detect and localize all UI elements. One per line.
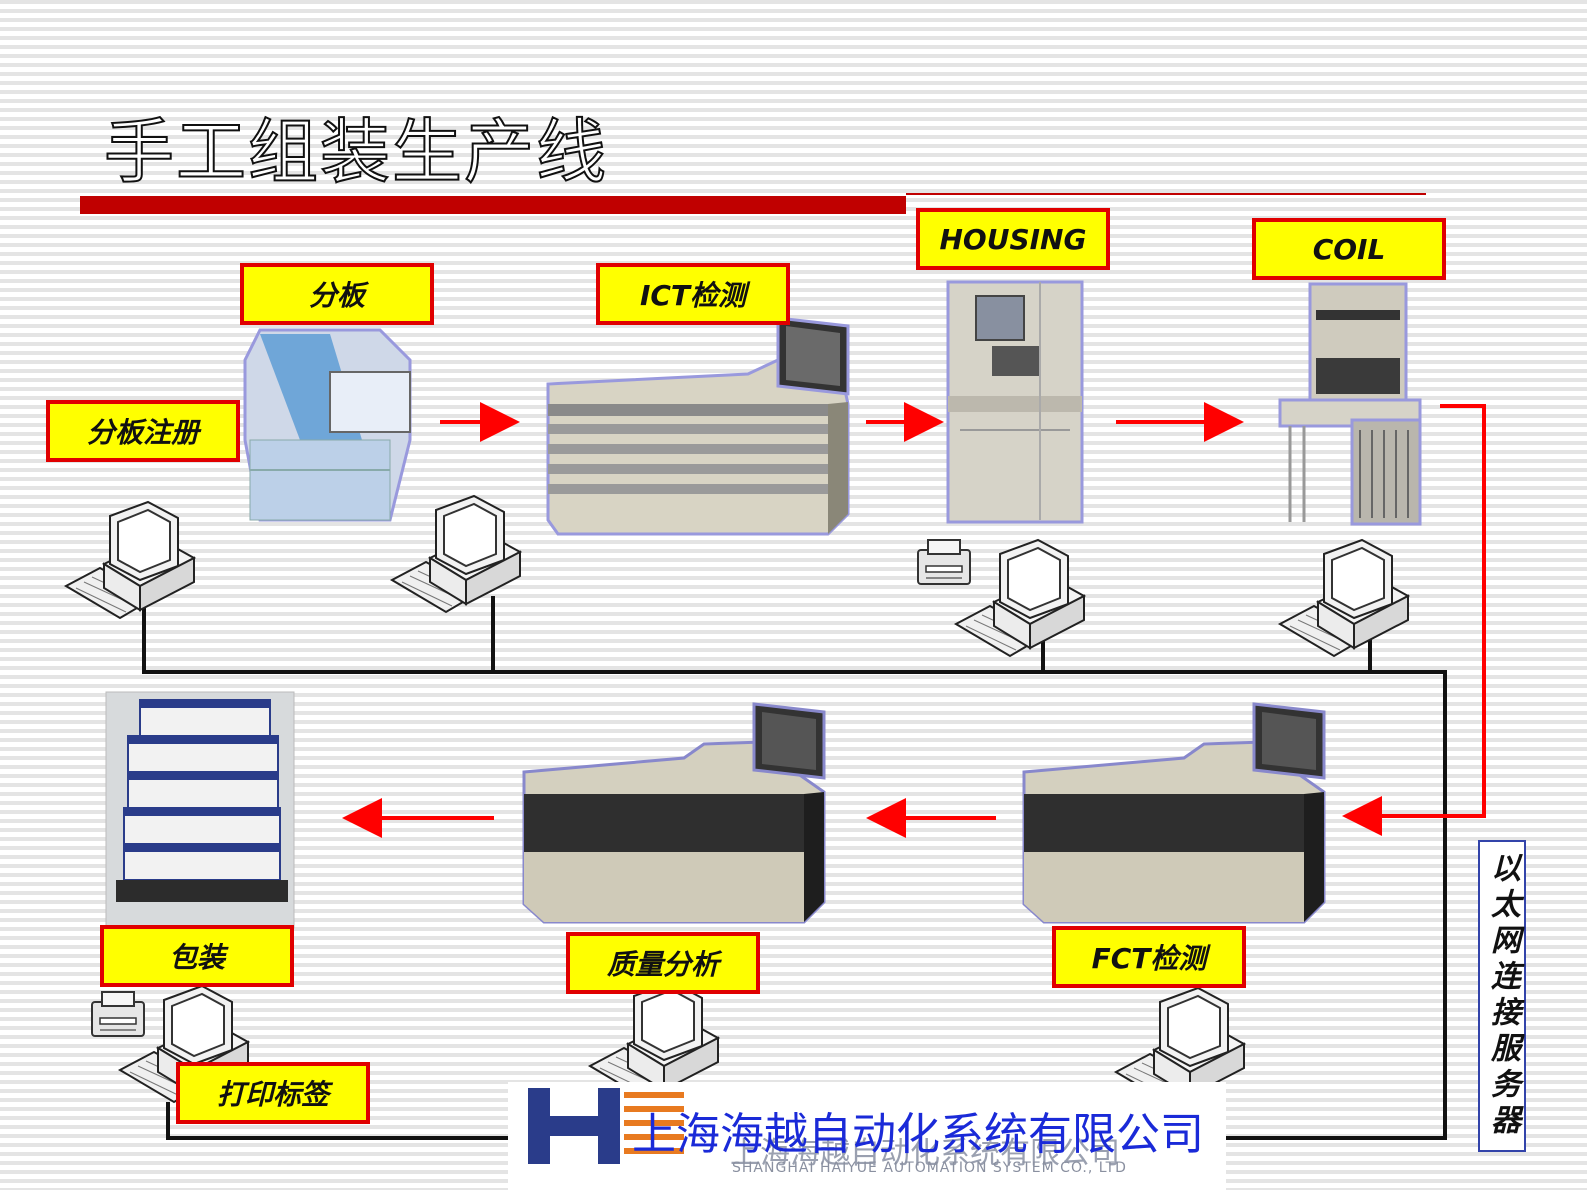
coil-machine <box>1278 282 1422 526</box>
company-name-cn-faint: 上海海越自动化系统有限公司 <box>730 1136 1120 1171</box>
flow-arrows <box>342 402 1486 838</box>
board-split-machine <box>243 328 412 522</box>
computer-icon <box>65 501 195 619</box>
network-server-label: 以太网连接服务器 <box>1478 840 1526 1152</box>
fct-tester-machine <box>1022 702 1326 924</box>
company-name-en: SHANGHAI HAIYUE AUTOMATION SYSTEM CO., L… <box>732 1160 1127 1176</box>
network-server-label-text: 以太网连接服务器 <box>1485 852 1520 1140</box>
ict-tester-machine <box>546 316 850 536</box>
company-logo-icon <box>528 1088 684 1164</box>
label-fct: FCT检测 <box>1052 926 1246 988</box>
printer-icon <box>91 991 145 1037</box>
title-underline-thick <box>80 196 906 214</box>
packing-boxes-photo <box>105 691 295 929</box>
label-packing: 包装 <box>100 925 294 987</box>
label-split-register: 分板注册 <box>46 400 240 462</box>
label-ict: ICT检测 <box>596 263 790 325</box>
label-housing: HOUSING <box>916 208 1110 270</box>
company-logo-area <box>508 1082 1226 1190</box>
computer-icon <box>589 981 719 1099</box>
quality-tester-machine <box>522 702 826 924</box>
computer-icon <box>955 539 1085 657</box>
label-board-split: 分板 <box>240 263 434 325</box>
title-underline-thin <box>906 193 1426 195</box>
label-coil: COIL <box>1252 218 1446 280</box>
housing-machine <box>946 280 1084 524</box>
computer-icon <box>1279 539 1409 657</box>
label-quality: 质量分析 <box>566 932 760 994</box>
company-name-cn: 上海海越自动化系统有限公司 <box>632 1109 1204 1160</box>
printer-icon <box>917 539 971 585</box>
label-print-label: 打印标签 <box>176 1062 370 1124</box>
computer-icon <box>391 495 521 613</box>
page-title: 手工组装生产线 <box>103 111 608 193</box>
